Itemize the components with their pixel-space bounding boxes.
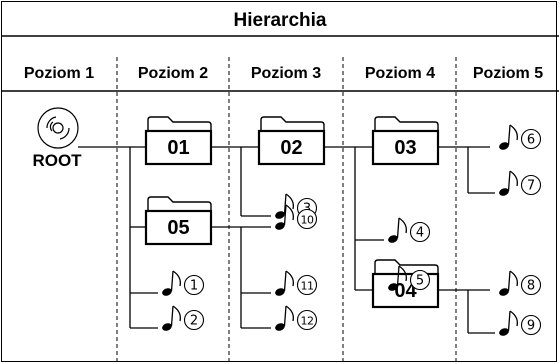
track-number-circle bbox=[183, 309, 205, 331]
track-9-icon: 9 bbox=[499, 310, 542, 336]
track-number: 1 bbox=[190, 279, 198, 294]
track-number-circle bbox=[183, 274, 205, 296]
track-8-icon: 8 bbox=[499, 270, 542, 296]
track-number-circle bbox=[520, 174, 542, 196]
track-4-icon: 4 bbox=[388, 217, 431, 243]
track-number: 12 bbox=[301, 315, 314, 328]
level-header-2: Poziom 2 bbox=[138, 65, 208, 82]
track-number: 4 bbox=[416, 226, 424, 241]
track-7-icon: 7 bbox=[499, 170, 542, 196]
track-number: 11 bbox=[301, 280, 314, 293]
folder-03-icon: 03 bbox=[371, 116, 440, 166]
root-label: ROOT bbox=[32, 151, 82, 170]
track-6-icon: 6 bbox=[499, 124, 542, 150]
folder-01-icon: 01 bbox=[144, 116, 213, 166]
tree-connectors bbox=[78, 146, 495, 334]
root-disc-icon bbox=[37, 107, 79, 149]
track-number-circle bbox=[520, 314, 542, 336]
track-1-icon: 1 bbox=[162, 270, 205, 296]
track-number: 2 bbox=[190, 314, 198, 329]
table-grid bbox=[1, 35, 559, 92]
folder-label: 03 bbox=[394, 137, 416, 159]
folder-05-icon: 05 bbox=[144, 196, 213, 246]
level-header-5: Poziom 5 bbox=[473, 65, 543, 82]
track-number-circle bbox=[296, 274, 318, 296]
level-header-3: Poziom 3 bbox=[251, 65, 321, 82]
folder-label: 01 bbox=[167, 137, 189, 159]
folder-label: 02 bbox=[280, 137, 302, 159]
track-number: 7 bbox=[527, 179, 535, 194]
track-number-circle bbox=[296, 208, 318, 230]
level-header-4: Poziom 4 bbox=[365, 65, 435, 82]
track-12-icon: 12 bbox=[275, 305, 318, 331]
track-number: 5 bbox=[416, 274, 424, 289]
track-2-icon: 2 bbox=[162, 305, 205, 331]
track-11-icon: 11 bbox=[275, 270, 318, 296]
track-number-circle bbox=[409, 221, 431, 243]
track-number-circle bbox=[520, 274, 542, 296]
track-5-icon: 5 bbox=[388, 265, 431, 291]
folder-02-icon: 02 bbox=[257, 116, 326, 166]
level-header-1: Poziom 1 bbox=[24, 65, 94, 82]
diagram-title: Hierarchia bbox=[234, 10, 327, 31]
folder-label: 05 bbox=[167, 217, 189, 239]
track-number: 6 bbox=[527, 133, 535, 148]
track-number: 8 bbox=[527, 279, 535, 294]
track-number-circle bbox=[520, 128, 542, 150]
track-layer: 123456789101112 bbox=[162, 124, 542, 336]
track-number-circle bbox=[409, 269, 431, 291]
track-number-circle bbox=[296, 309, 318, 331]
column-dividers bbox=[116, 57, 457, 362]
track-10-icon: 10 bbox=[275, 204, 318, 230]
track-number: 10 bbox=[301, 214, 314, 227]
track-number: 9 bbox=[527, 319, 535, 334]
